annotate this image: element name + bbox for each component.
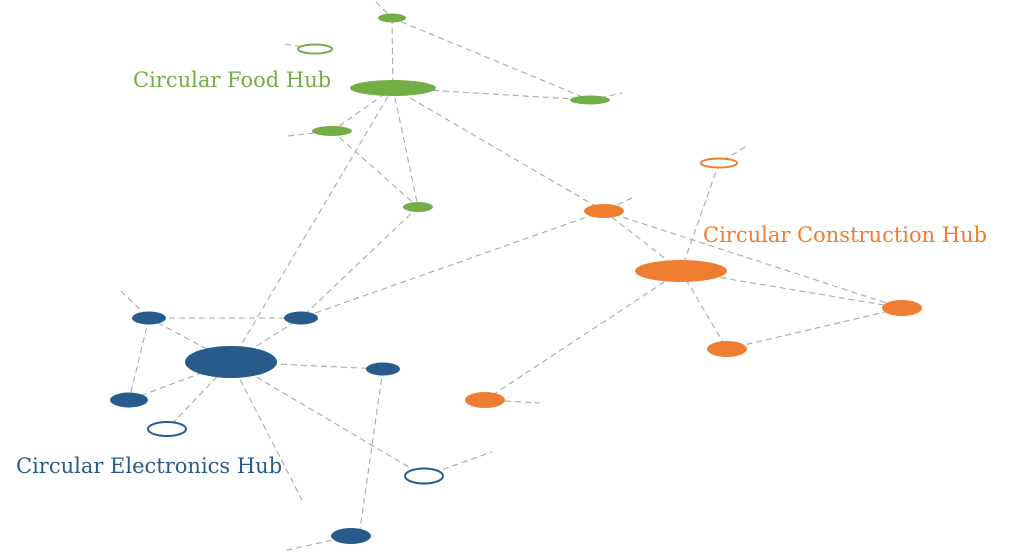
node: [378, 13, 406, 23]
edge: [484, 270, 682, 401]
node: [882, 300, 922, 316]
edge: [603, 210, 903, 309]
node: [132, 311, 166, 325]
node: [570, 95, 610, 105]
edge: [128, 361, 232, 401]
edge: [375, 1, 393, 19]
edge: [391, 17, 591, 101]
edge: [392, 87, 419, 208]
edge: [358, 368, 384, 537]
node-outline: [700, 157, 738, 169]
node: [366, 362, 400, 376]
node: [284, 311, 318, 325]
edge: [680, 270, 903, 309]
edge: [300, 210, 605, 319]
edge: [680, 162, 720, 272]
node: [331, 528, 371, 544]
edge: [300, 206, 419, 319]
node: [465, 392, 505, 408]
edge: [230, 361, 303, 501]
edge: [680, 270, 728, 350]
edge: [287, 130, 333, 137]
edge: [484, 399, 541, 404]
network-nodes: [110, 13, 922, 544]
edge: [128, 317, 150, 401]
node-outline: [147, 421, 187, 437]
construction-hub-node: [635, 260, 727, 282]
node: [707, 341, 747, 357]
hub-labels: Circular Food Hub Circular Construction …: [16, 68, 987, 478]
edge: [230, 361, 425, 477]
edge: [726, 307, 903, 350]
edge: [331, 130, 419, 208]
node-outline: [404, 467, 444, 485]
node: [403, 202, 433, 212]
node-outline: [297, 43, 333, 55]
electronics-hub-node: [185, 346, 277, 378]
construction-hub-label: Circular Construction Hub: [703, 223, 987, 247]
node: [584, 204, 624, 218]
food-hub-label: Circular Food Hub: [133, 68, 331, 92]
node: [312, 126, 352, 136]
edge: [392, 87, 605, 212]
electronics-hub-label: Circular Electronics Hub: [16, 454, 282, 478]
food-hub-node: [350, 80, 436, 96]
edge: [391, 17, 394, 89]
edge: [230, 87, 394, 363]
edge: [148, 317, 232, 363]
node: [110, 392, 148, 408]
